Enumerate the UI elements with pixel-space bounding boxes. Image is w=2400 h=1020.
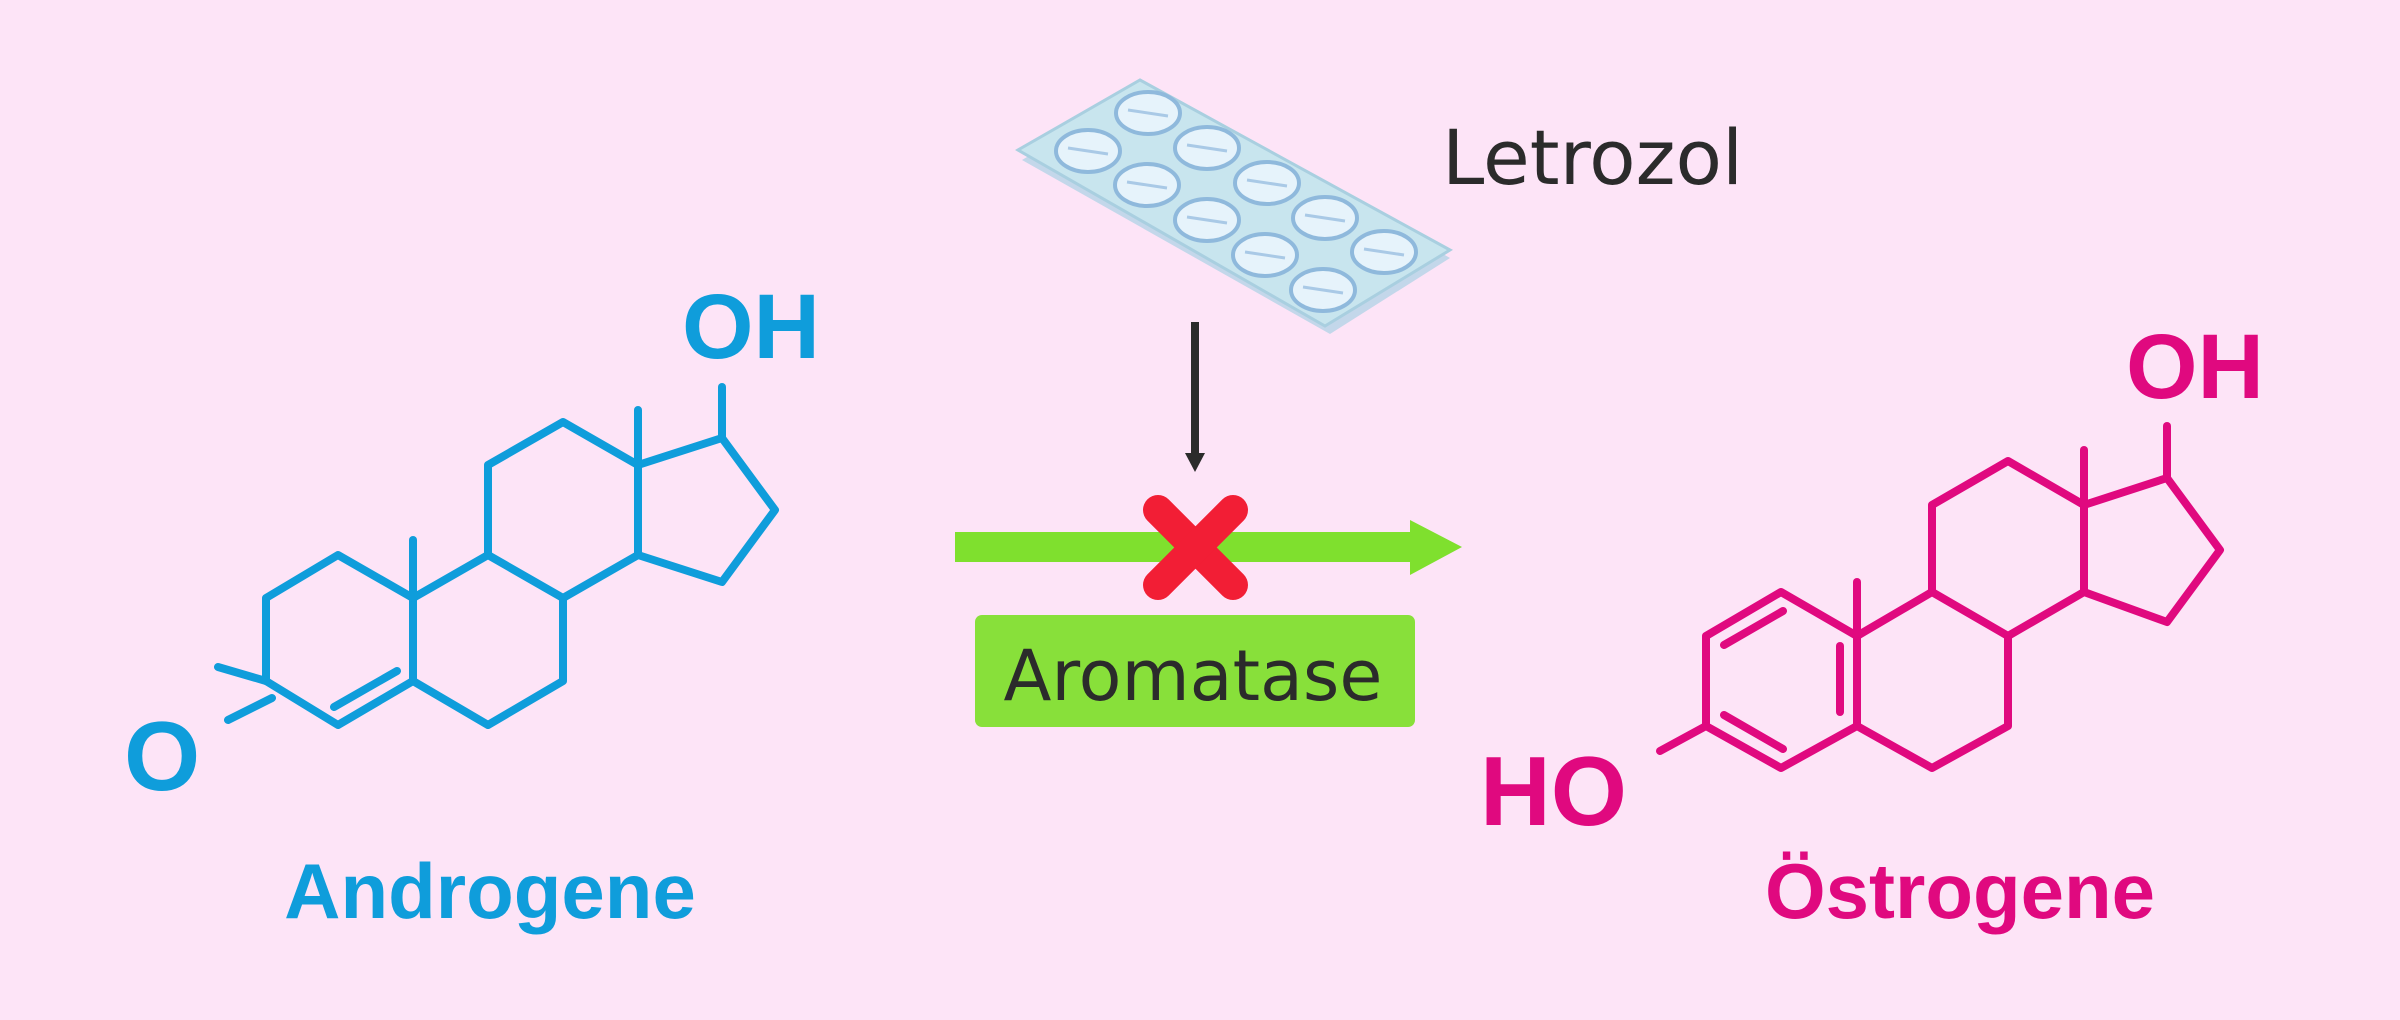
androgen-oh-label: OH <box>682 276 820 378</box>
estrogen-name: Östrogene <box>1765 847 2155 935</box>
cross-x-icon <box>1143 495 1248 600</box>
estrogen-structure <box>1656 422 2224 772</box>
estrogen-oh-label: OH <box>2126 316 2264 418</box>
aromatase-enzyme-box: Aromatase <box>975 615 1415 727</box>
pill-blister-pack-icon <box>1014 78 1453 334</box>
androgen-name: Androgene <box>284 847 696 935</box>
androgen-o-label: O <box>124 701 200 811</box>
estrogen-ho-label: HO <box>1480 736 1627 846</box>
androgen-structure <box>214 383 779 729</box>
inhibitor-name: Letrozol <box>1442 113 1743 202</box>
inhibitor-arrow <box>1185 322 1205 472</box>
enzyme-name: Aromatase <box>1004 635 1383 717</box>
